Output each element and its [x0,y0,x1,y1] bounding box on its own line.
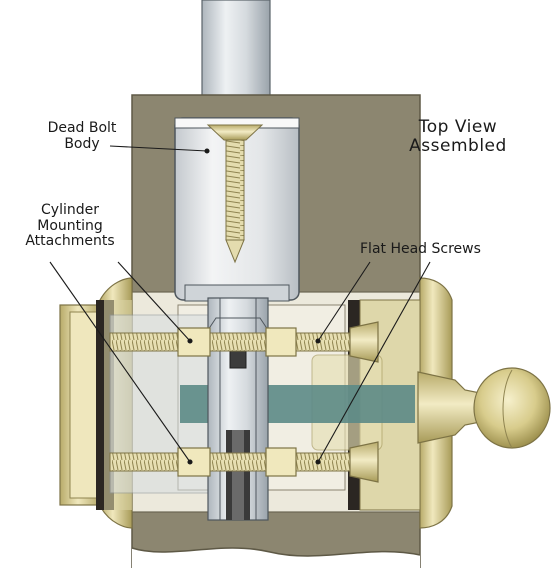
label-dead-bolt-line1: Dead Bolt [47,120,117,136]
bolt-mechanism [207,297,269,521]
door-bottom-edge [132,548,420,568]
label-flat-head-screws: Flat Head Screws [360,241,481,257]
label-dead-bolt-line2: Body [64,135,100,152]
title-line1: Top View [418,117,498,137]
leader-flat-bottom [317,261,431,463]
lower-screw [109,441,379,483]
leader-dead-bolt [109,145,208,152]
label-cylinder-mounting: Cylinder Mounting Attachments [10,202,130,250]
label-cylinder-line1: Cylinder [41,202,99,218]
title-line2: Assembled [409,136,507,157]
leader-lines [49,145,431,465]
wood-screw [206,124,264,264]
label-cylinder-line2: Mounting [37,217,103,234]
title-top-view-assembled: Top View Assembled [383,117,533,157]
label-cylinder-line3: Attachments [25,233,115,250]
label-dead-bolt-body: Dead Bolt Body [22,120,142,152]
thumb-turn-knob [417,367,551,449]
leader-cylinder-top [117,261,191,342]
upper-screw [109,321,379,363]
leader-flat-top [317,261,371,342]
leader-cylinder-bottom [49,261,191,463]
